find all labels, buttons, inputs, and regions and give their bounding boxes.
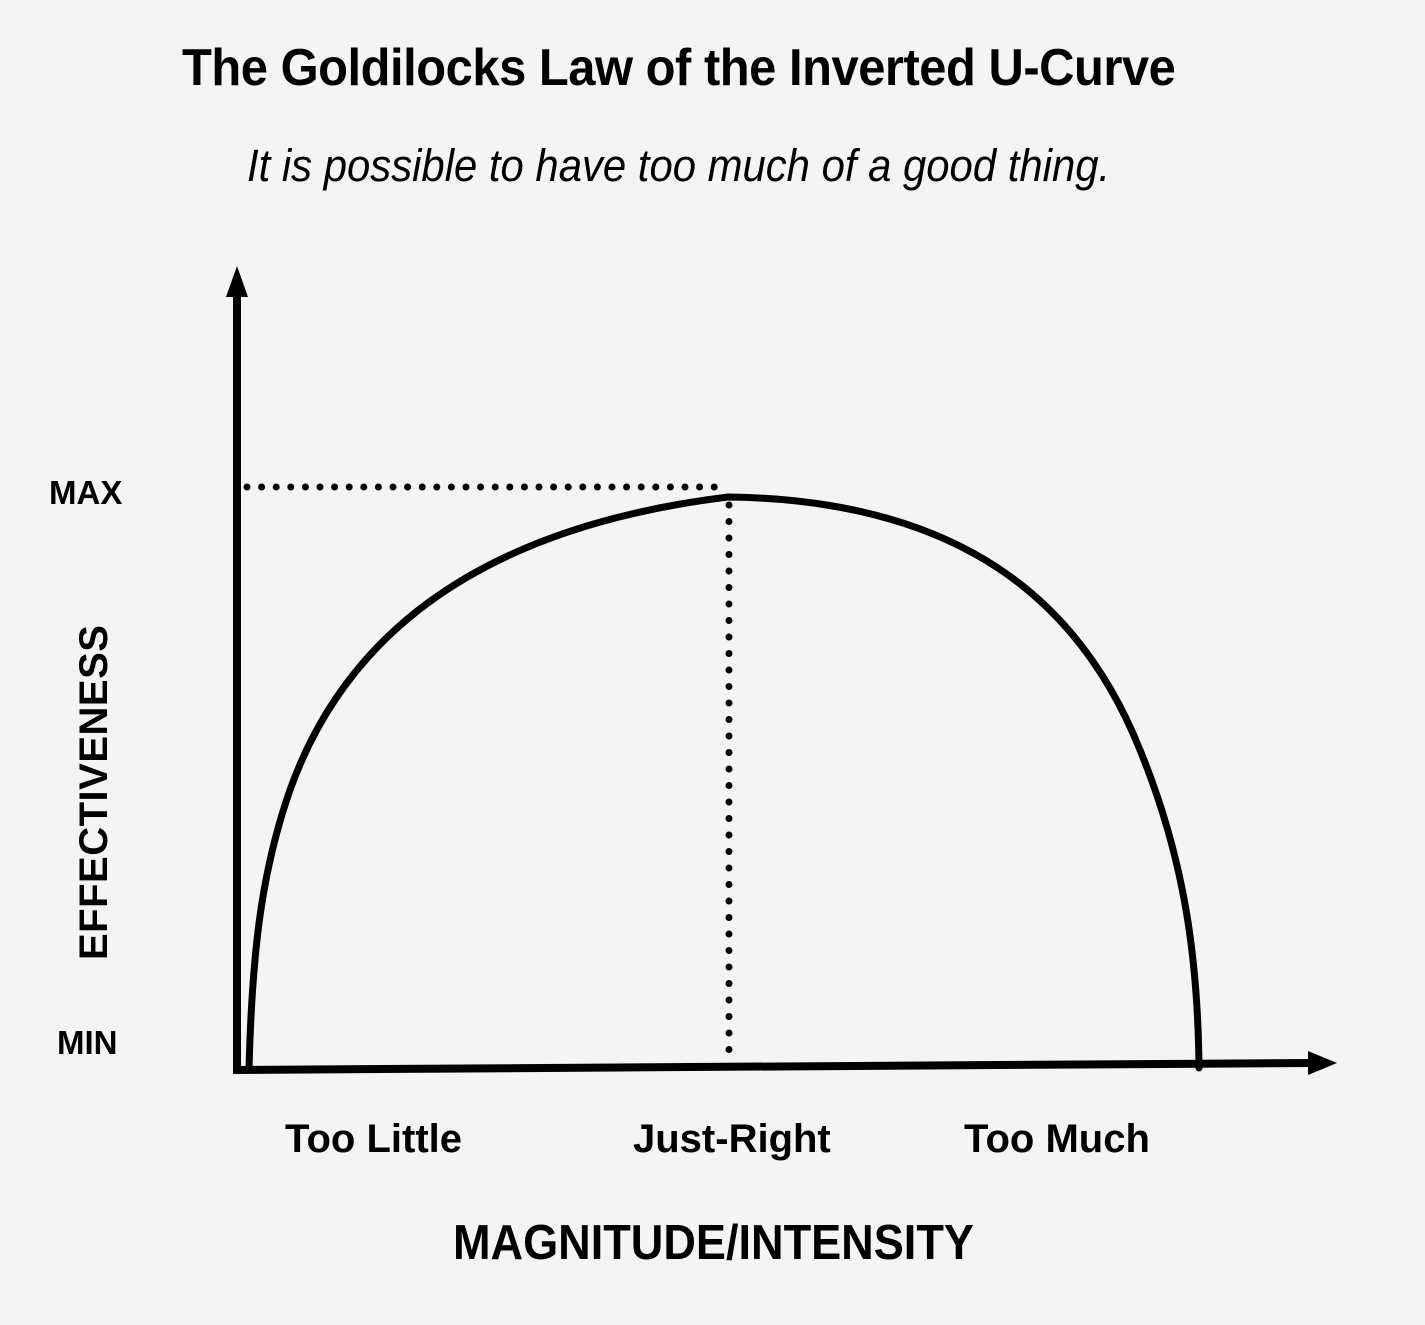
y-tick-max: MAX xyxy=(49,474,123,511)
inverted-u-curve xyxy=(245,493,1203,1074)
y-axis-arrow-icon xyxy=(226,266,248,297)
x-axis-arrow-icon xyxy=(1308,1051,1337,1075)
x-category-too-much: Too Much xyxy=(964,1117,1150,1161)
x-axis-line xyxy=(232,1059,1313,1074)
x-axis-title: MAGNITUDE/INTENSITY xyxy=(453,1216,974,1270)
y-axis-title: EFFECTIVENESS xyxy=(72,624,116,960)
y-tick-min: MIN xyxy=(57,1024,118,1061)
chart-subtitle: It is possible to have too much of a goo… xyxy=(247,140,1111,191)
x-category-too-little: Too Little xyxy=(285,1117,462,1161)
x-category-just-right: Just-Right xyxy=(633,1117,831,1161)
chart-title: The Goldilocks Law of the Inverted U-Cur… xyxy=(182,39,1176,97)
